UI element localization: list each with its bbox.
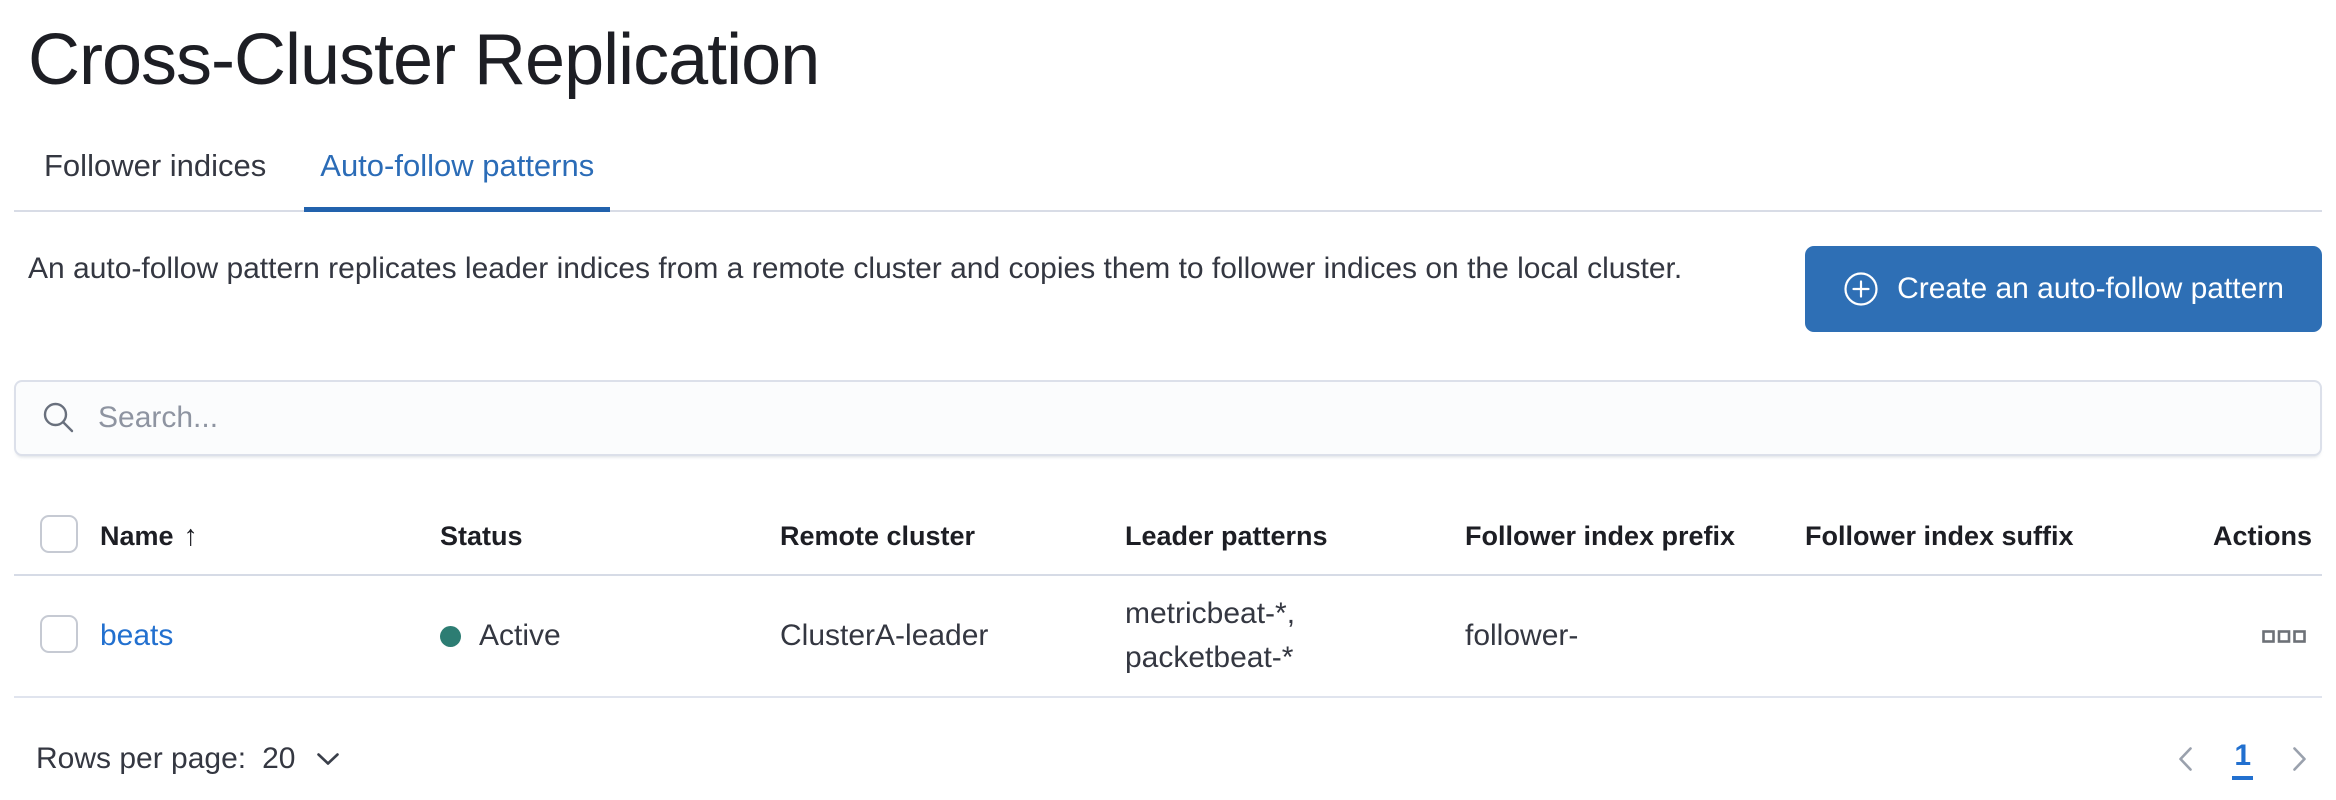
leader-patterns-cell: metricbeat-*, packetbeat-*	[1125, 597, 1296, 674]
pattern-name-link[interactable]: beats	[100, 619, 174, 652]
auto-follow-patterns-table: Name↑ Status Remote cluster Leader patte…	[14, 498, 2322, 698]
next-page-button[interactable]	[2291, 745, 2308, 773]
chevron-left-icon	[2177, 745, 2194, 773]
tab-bar: Follower indices Auto-follow patterns	[14, 148, 2322, 212]
status-label: Active	[479, 619, 561, 652]
column-header-actions: Actions	[2212, 520, 2312, 551]
column-header-remote-cluster: Remote cluster	[780, 520, 976, 551]
chevron-right-icon	[2291, 745, 2308, 773]
rows-per-page-selector[interactable]: Rows per page: 20	[36, 742, 340, 776]
rows-per-page-value: 20	[262, 742, 296, 775]
row-checkbox[interactable]	[40, 614, 78, 653]
rows-per-page-label: Rows per page:	[36, 742, 247, 775]
page-description: An auto-follow pattern replicates leader…	[28, 252, 1683, 285]
column-header-follower-index-suffix: Follower index suffix	[1805, 520, 2074, 551]
select-all-checkbox[interactable]	[40, 514, 78, 553]
table-header-row: Name↑ Status Remote cluster Leader patte…	[14, 498, 2322, 576]
column-header-name[interactable]: Name↑	[100, 519, 199, 552]
plus-in-circle-icon	[1843, 271, 1879, 307]
create-button-label: Create an auto-follow pattern	[1897, 272, 2284, 305]
page-title: Cross-Cluster Replication	[28, 20, 820, 100]
chevron-down-icon	[316, 752, 340, 767]
create-auto-follow-pattern-button[interactable]: Create an auto-follow pattern	[1805, 246, 2322, 332]
pagination: 1	[2177, 739, 2308, 780]
sort-ascending-icon: ↑	[183, 519, 199, 552]
follower-index-prefix-cell: follower-	[1465, 619, 1579, 652]
table-row: beats Active ClusterA-leader metricbeat-…	[14, 576, 2322, 698]
page-number-1[interactable]: 1	[2232, 739, 2253, 780]
row-actions-button[interactable]	[2256, 623, 2312, 651]
remote-cluster-cell: ClusterA-leader	[780, 619, 989, 652]
cross-cluster-replication-page: Cross-Cluster Replication Follower indic…	[0, 10, 2336, 790]
status-badge: Active	[440, 619, 780, 653]
column-header-status: Status	[440, 520, 523, 551]
header-row: An auto-follow pattern replicates leader…	[14, 244, 2322, 332]
table-footer: Rows per page: 20 1	[14, 728, 2322, 790]
tab-auto-follow-patterns[interactable]: Auto-follow patterns	[304, 148, 611, 212]
boxes-horizontal-icon	[2262, 629, 2306, 645]
tab-follower-indices[interactable]: Follower indices	[44, 148, 267, 183]
search-input[interactable]	[98, 401, 2294, 435]
search-icon	[42, 401, 76, 435]
status-active-dot-icon	[440, 625, 461, 647]
search-bar	[14, 380, 2322, 456]
previous-page-button[interactable]	[2177, 745, 2194, 773]
column-header-leader-patterns: Leader patterns	[1125, 520, 1328, 551]
column-header-follower-index-prefix: Follower index prefix	[1465, 520, 1736, 551]
